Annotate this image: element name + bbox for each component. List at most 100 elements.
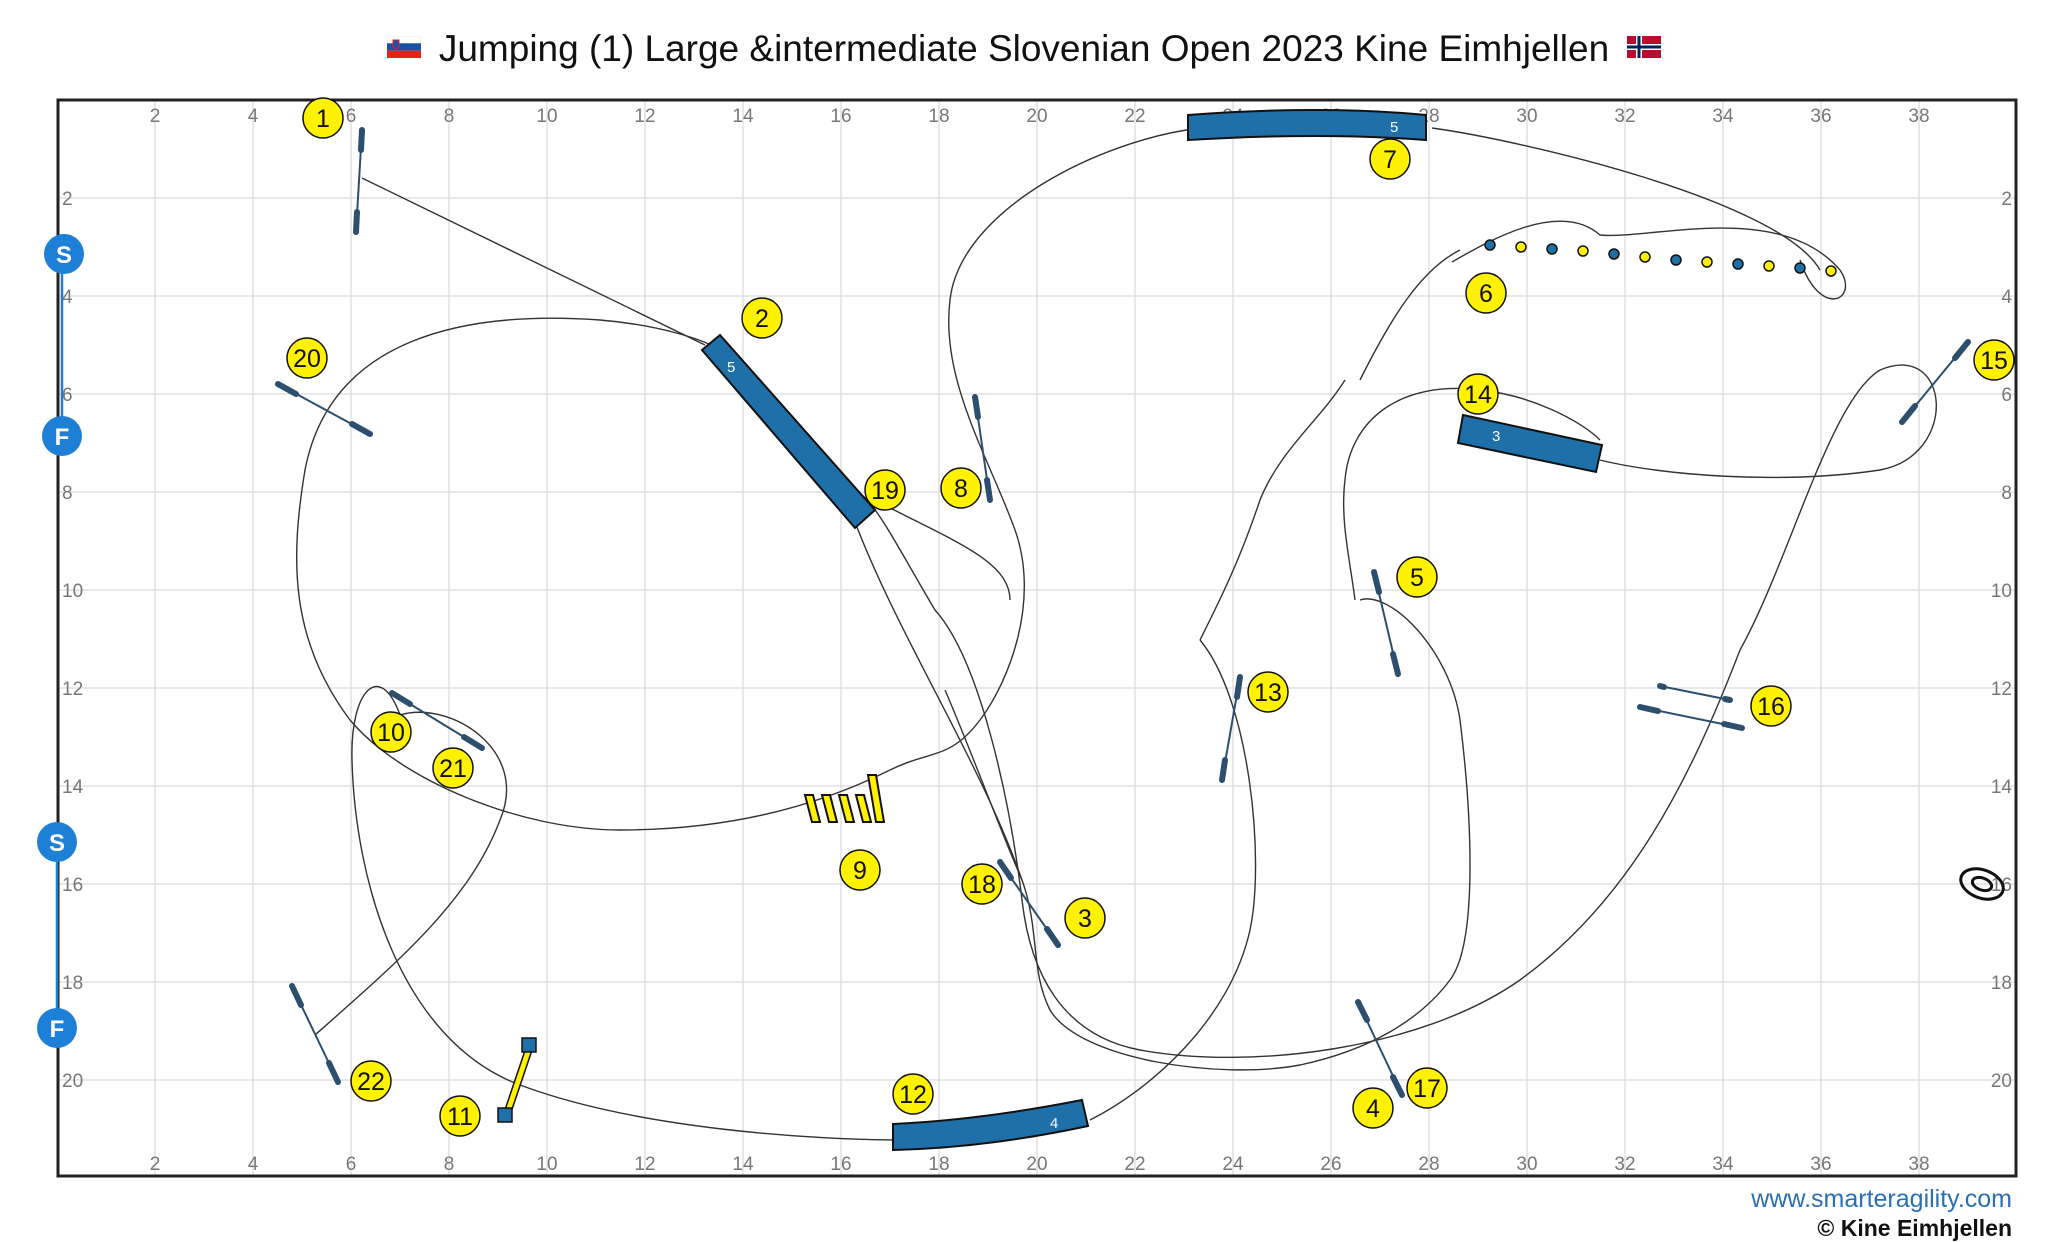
marker-7: 7	[1369, 138, 1411, 180]
svg-text:9: 9	[853, 857, 867, 885]
marker-15: 15	[1973, 339, 2015, 381]
x-tick: 8	[444, 106, 455, 127]
obstacle-numbers: 1 2 3 4 5 6 7 8 9 10 11 12 13 14 15 16 1…	[286, 97, 2015, 1137]
weave-poles	[1484, 239, 1837, 277]
x-tick: 12	[634, 1154, 655, 1175]
x-tick: 36	[1810, 1154, 1831, 1175]
marker-19: 19	[864, 469, 906, 511]
marker-13: 13	[1247, 671, 1289, 713]
start-finish-lines	[55, 252, 64, 1024]
x-tick: 20	[1026, 1154, 1047, 1175]
tunnel-bottom: 4	[892, 1098, 1090, 1152]
y-ticks-right: 2 4 6 8 10 12 14 16 18 20	[1991, 189, 2013, 1092]
slovenia-flag-icon	[386, 36, 421, 59]
svg-text:17: 17	[1413, 1075, 1441, 1103]
tunnel-top: 5	[1187, 109, 1427, 142]
tunnel-label: 5	[1390, 119, 1398, 136]
y-tick: 20	[62, 1071, 83, 1092]
jump-15	[1899, 339, 1971, 425]
marker-18: 18	[961, 863, 1003, 905]
y-tick: 10	[62, 581, 83, 602]
svg-text:10: 10	[377, 719, 405, 747]
y-tick: 14	[62, 777, 84, 798]
svg-text:19: 19	[871, 477, 899, 505]
marker-20: 20	[286, 337, 328, 379]
x-tick: 14	[732, 1154, 754, 1175]
x-tick: 10	[536, 106, 557, 127]
jump-1	[353, 127, 365, 235]
obstacle-9-wall	[803, 774, 886, 823]
x-tick: 38	[1908, 106, 1929, 127]
x-tick: 30	[1516, 1154, 1537, 1175]
ring-border	[56, 98, 2018, 1178]
y-tick: 18	[1991, 973, 2012, 994]
marker-14: 14	[1457, 373, 1499, 415]
y-ticks-left: 2 4 6 8 10 12 14 16 18 20	[62, 189, 84, 1092]
x-tick: 10	[536, 1154, 557, 1175]
svg-text:18: 18	[968, 871, 996, 899]
svg-text:8: 8	[954, 475, 968, 503]
y-tick: 8	[62, 483, 73, 504]
jump-13	[1219, 674, 1243, 783]
x-tick: 34	[1712, 1154, 1734, 1175]
x-tick: 4	[248, 1154, 259, 1175]
svg-text:3: 3	[1078, 905, 1092, 933]
x-tick: 24	[1222, 1154, 1244, 1175]
y-tick: 4	[62, 287, 73, 308]
start-label: S	[49, 830, 65, 857]
x-ticks-top: 2 4 6 8 10 12 14 16 18 20 22 24 26 28 30…	[150, 106, 1930, 127]
x-tick: 14	[732, 106, 754, 127]
jump-18	[997, 859, 1061, 948]
footer-link[interactable]: www.smarteragility.com	[1751, 1185, 2012, 1213]
jump-5	[1371, 569, 1401, 677]
x-tick: 8	[444, 1154, 455, 1175]
marker-1: 1	[302, 97, 344, 139]
tunnel-label: 4	[1050, 1115, 1058, 1132]
x-tick: 22	[1124, 106, 1145, 127]
x-tick: 16	[830, 106, 851, 127]
y-tick: 14	[1991, 777, 2013, 798]
y-tick: 2	[2001, 189, 2012, 210]
svg-text:4: 4	[1366, 1095, 1380, 1123]
tire-icon	[1959, 867, 2005, 901]
x-tick: 16	[830, 1154, 851, 1175]
marker-16: 16	[1750, 685, 1792, 727]
marker-9: 9	[839, 849, 881, 891]
marker-10: 10	[370, 711, 412, 753]
marker-17: 17	[1406, 1067, 1448, 1109]
svg-text:11: 11	[447, 1103, 473, 1131]
svg-text:22: 22	[357, 1068, 385, 1096]
start-marker-1: S	[44, 234, 84, 274]
y-tick: 8	[2001, 483, 2012, 504]
jump-20	[275, 381, 373, 437]
start-label: S	[56, 242, 72, 269]
jump-11	[497, 1037, 537, 1123]
x-tick: 26	[1320, 1154, 1341, 1175]
svg-text:12: 12	[899, 1081, 927, 1109]
y-tick: 4	[2001, 287, 2012, 308]
x-tick: 20	[1026, 106, 1047, 127]
marker-5: 5	[1396, 556, 1438, 598]
x-tick: 2	[150, 106, 161, 127]
x-tick: 22	[1124, 1154, 1145, 1175]
marker-6: 6	[1465, 272, 1507, 314]
x-tick: 6	[346, 1154, 357, 1175]
start-marker-2: S	[37, 822, 77, 862]
jumps	[275, 127, 1971, 1098]
jump-8	[972, 394, 993, 503]
finish-label: F	[50, 1016, 65, 1043]
x-tick: 32	[1614, 106, 1635, 127]
x-tick: 30	[1516, 106, 1537, 127]
svg-text:5: 5	[1410, 564, 1424, 592]
finish-marker-2: F	[37, 1008, 77, 1048]
norway-flag-icon	[1627, 36, 1662, 59]
finish-marker-1: F	[42, 416, 82, 456]
x-tick: 36	[1810, 106, 1831, 127]
jump-17	[1355, 999, 1405, 1098]
x-tick: 18	[928, 1154, 949, 1175]
course-title: Jumping (1) Large &intermediate Slovenia…	[0, 28, 2048, 70]
x-tick: 12	[634, 106, 655, 127]
jump-10	[389, 690, 485, 751]
x-tick: 6	[346, 106, 357, 127]
